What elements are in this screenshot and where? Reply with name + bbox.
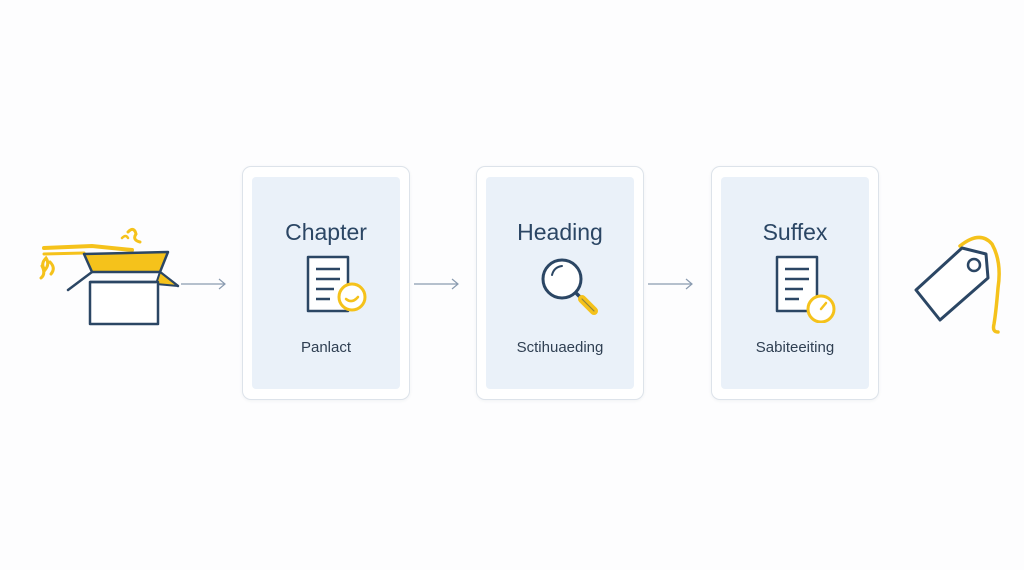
open-box-icon (39, 227, 180, 326)
step-card-heading: Heading Sctihuaeding (476, 166, 644, 400)
card-title: Chapter (285, 219, 367, 245)
document-check-icon (306, 255, 367, 313)
flow-arrow-1 (181, 278, 226, 290)
step-card-chapter: Chapter Panlact (242, 166, 410, 400)
card-panel: Chapter Panlact (252, 177, 400, 389)
card-title: Suffex (762, 219, 828, 245)
card-panel: Suffex Sabiteeiting (721, 177, 869, 389)
flow-arrow-2 (414, 278, 459, 290)
magnifier-icon (541, 258, 598, 315)
step-card-suffex: Suffex Sabiteeiting (711, 166, 879, 400)
document-check-icon (775, 255, 836, 323)
card-subtitle: Sctihuaeding (516, 339, 604, 356)
price-tag-icon (914, 235, 1001, 334)
flow-arrow-3 (648, 278, 693, 290)
card-subtitle: Panlact (300, 339, 352, 356)
card-subtitle: Sabiteeiting (755, 339, 835, 356)
card-panel: Heading Sctihuaeding (486, 177, 634, 389)
card-title: Heading (517, 219, 603, 245)
